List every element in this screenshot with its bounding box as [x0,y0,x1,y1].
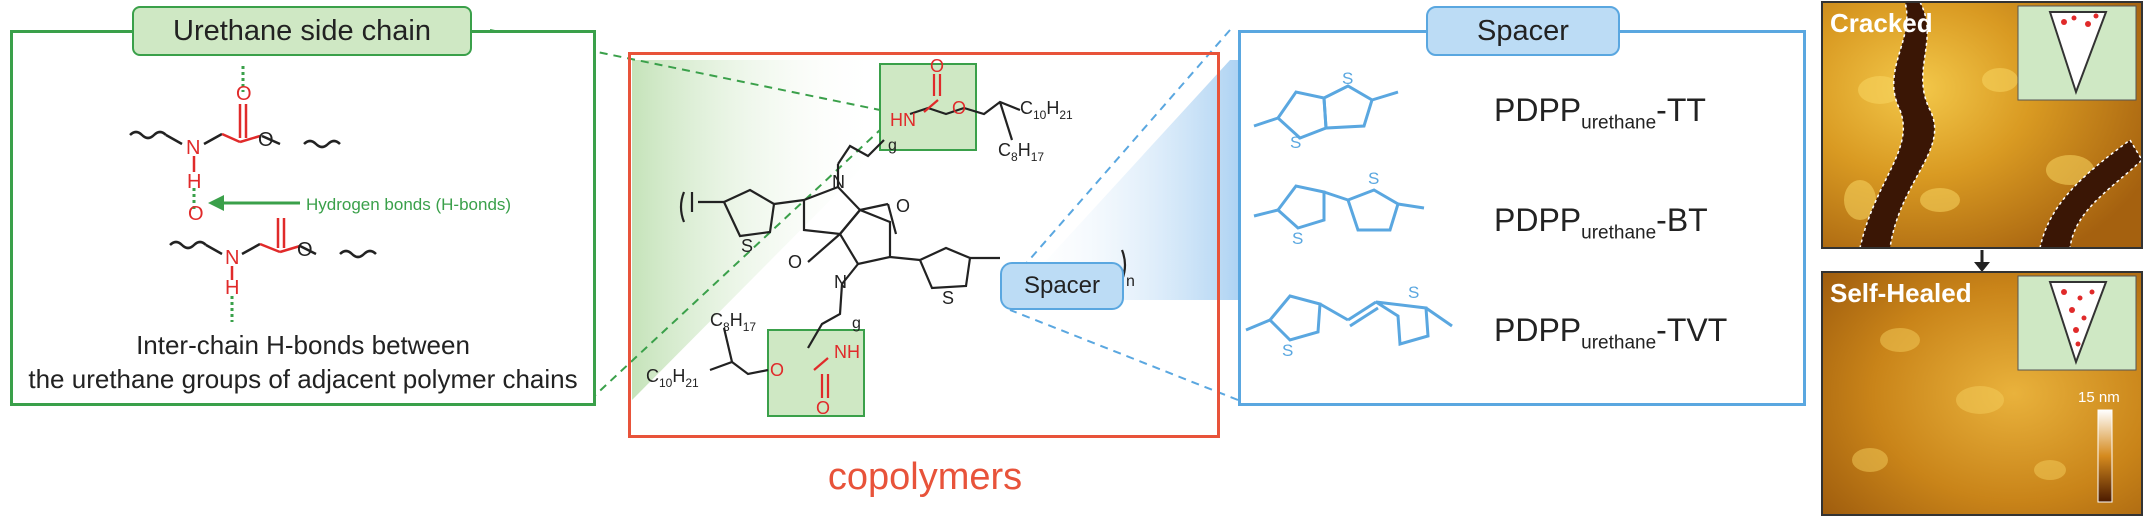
bottom-oxygen-double: O [188,203,204,225]
center-spacer-badge: Spacer [1000,262,1124,310]
top-ester-o: O [952,98,966,118]
bottom-nitrogen: N [225,247,239,269]
bottom-c8h17: C8H17 [710,310,756,334]
dpp-n-top: N [832,172,845,192]
urethane-panel [10,30,596,406]
blue-zoom-shade [1010,60,1240,300]
bottom-carbonyl-o: O [816,398,830,418]
crack-1 [1859,1,1936,249]
bottom-repeat-g: g [852,315,861,332]
urethane-caption-line2: the urethane groups of adjacent polymer … [28,364,578,394]
hbond-label: Hydrogen bonds (H-bonds) [306,195,511,214]
repeat-n: n [1126,273,1135,290]
urethane-hbond-diagram: O N O H O N O H Hydrogen bonds (H-bonds) [129,66,511,322]
polymer-label-tvt: PDPPurethane-TVT [1494,312,1728,354]
healing-arrowhead [1974,262,1990,272]
top-oxygen-ester: O [258,129,274,151]
tvt-s1: S [1282,341,1293,360]
top-carbonyl-o: O [930,56,944,76]
green-connector-bottom [589,129,881,401]
polymer-label-bt: PDPPurethane-BT [1494,202,1708,244]
copolymer-caption: copolymers [827,456,1023,498]
healed-inset-crack [2048,281,2108,366]
bottom-urethane-highlight [767,329,865,417]
cracked-label: Cracked [1830,8,1933,38]
dpp-n-bottom: N [834,272,847,292]
green-connector-top [489,29,881,111]
top-repeat-g: g [888,137,897,154]
bottom-oxygen-ester: O [297,239,313,261]
cracked-inset-crack [2048,11,2108,96]
top-nitrogen: N [186,137,200,159]
crack-2 [2039,138,2143,249]
hbond-arrowhead [208,195,224,211]
top-urethane-highlight [879,63,977,151]
tvt-s2: S [1408,283,1419,302]
copolymer-panel [628,52,1220,438]
green-zoom-shade [632,60,880,400]
bt-s1: S [1292,229,1303,248]
dpp-o-left: O [788,252,802,272]
urethane-title: Urethane side chain [173,14,431,47]
bottom-ester-o: O [770,360,784,380]
bottom-c10h21: C10H21 [646,366,699,390]
tt-s2: S [1342,69,1353,88]
right-thiophene-s: S [942,288,954,308]
top-oxygen-double: O [236,83,252,105]
polymer-label-tt: PDPPurethane-TT [1494,92,1706,134]
bottom-nh-label: NH [834,342,860,362]
bt-s2: S [1368,169,1379,188]
spacer-structures: S S S S S S [1245,69,1453,360]
height-scale-label: 15 nm [2078,389,2120,406]
height-scale-bar [2097,409,2113,503]
afm-images: Cracked Self-Healed 15 nm [1821,1,2143,516]
dpp-o-right: O [896,196,910,216]
healed-label: Self-Healed [1830,278,1972,308]
top-hydrogen: H [187,171,201,193]
left-thiophene-s: S [741,236,753,256]
bottom-hydrogen: H [225,277,239,299]
urethane-title-badge: Urethane side chain [132,6,472,56]
top-hn-label: HN [890,110,916,130]
top-c10h21: C10H21 [1020,98,1073,122]
tt-s1: S [1290,133,1301,152]
urethane-caption-line1: Inter-chain H-bonds between [136,330,470,360]
top-c8h17: C8H17 [998,140,1044,164]
center-spacer-label: Spacer [1023,272,1101,299]
spacer-title: Spacer [1477,14,1569,47]
spacer-title-badge: Spacer [1426,6,1620,56]
copolymer-structure: HN O O NH O O S S N N O O n g g C10H21 C… [646,56,1135,418]
